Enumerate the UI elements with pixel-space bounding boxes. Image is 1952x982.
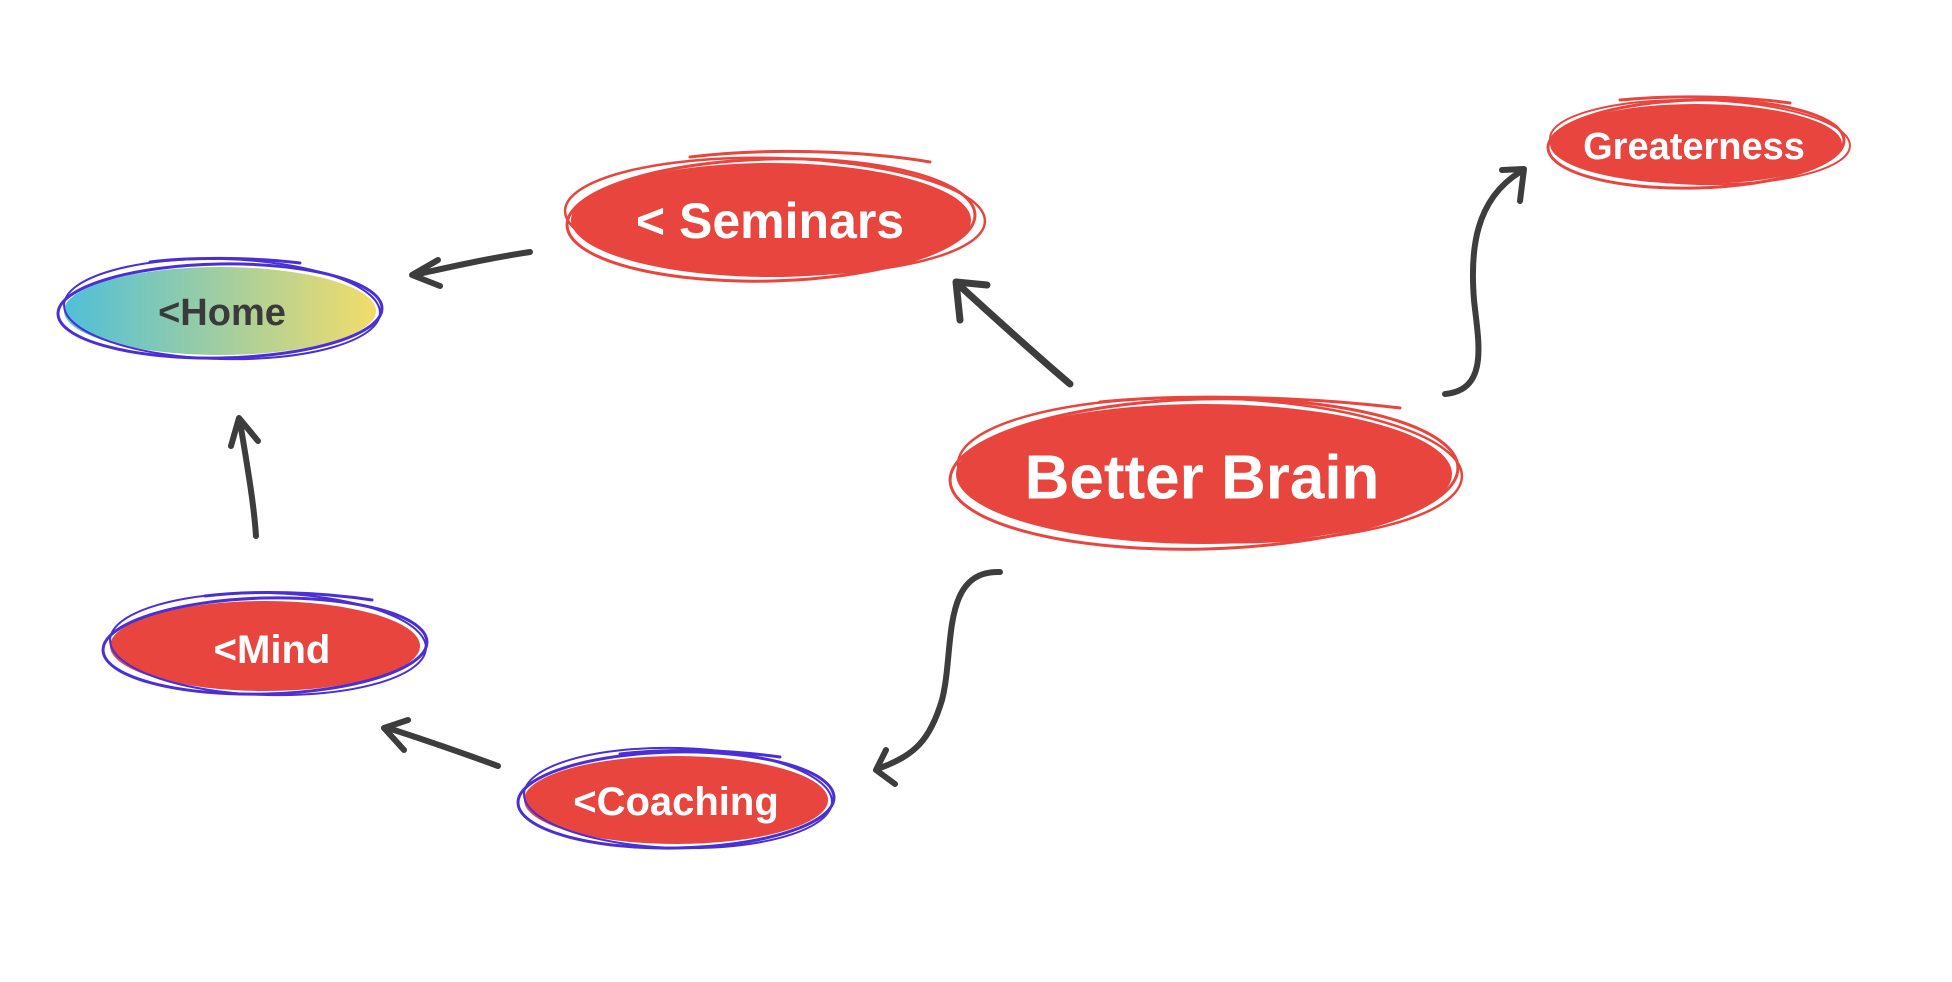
arrow-betterbrain-to-greaterness [1442,166,1527,397]
node-better-brain-label: Better Brain [1025,444,1380,513]
arrow-mind-to-home [228,415,261,539]
node-coaching[interactable]: <Coaching [516,744,836,852]
node-mind[interactable]: <Mind [101,589,429,699]
node-greaterness[interactable]: Greaterness [1546,95,1851,192]
arrow-seminars-to-home [409,249,533,289]
arrow-betterbrain-to-coaching [873,568,1003,787]
arrow-coaching-to-mind [381,717,501,769]
node-seminars-label: < Seminars [636,193,904,249]
node-greaterness-label: Greaterness [1583,126,1805,168]
node-coaching-label: <Coaching [573,780,779,824]
node-seminars[interactable]: < Seminars [563,149,987,286]
node-better-brain[interactable]: Better Brain [948,391,1464,555]
node-home[interactable]: <Home [56,255,384,363]
node-mind-label: <Mind [214,628,331,672]
arrow-betterbrain-to-seminars [952,278,1074,388]
node-home-label: <Home [158,292,286,334]
